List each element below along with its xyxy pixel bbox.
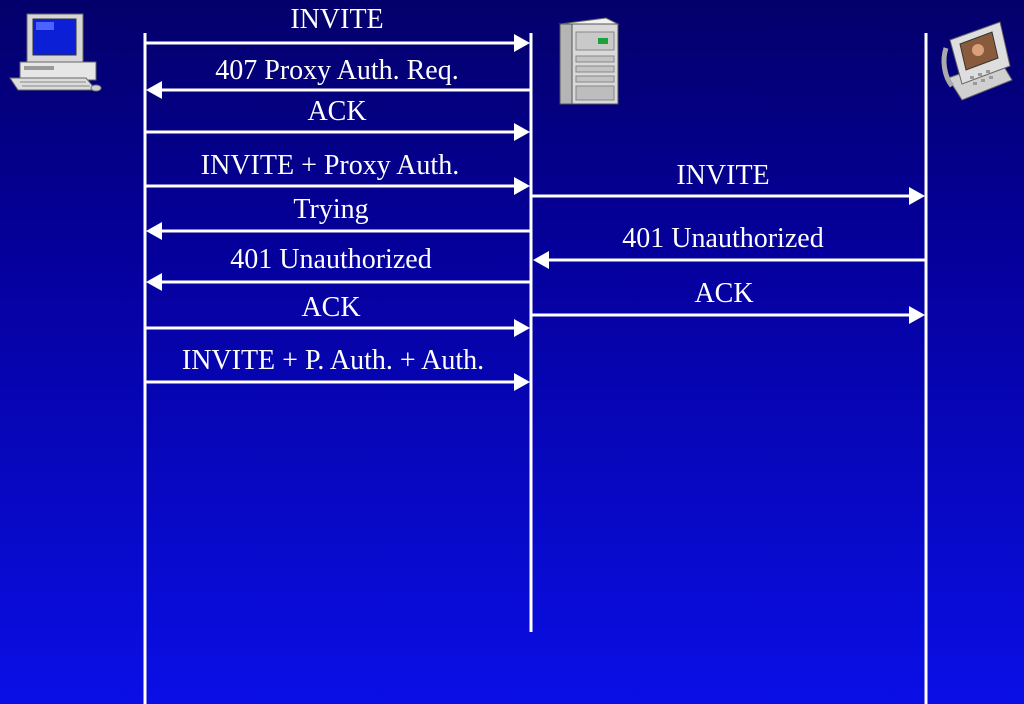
message-label: 401 Unauthorized bbox=[622, 223, 824, 254]
message-label: ACK bbox=[301, 292, 361, 323]
message-label: ACK bbox=[694, 278, 754, 309]
video-phone-icon bbox=[941, 21, 1013, 101]
message-label: Trying bbox=[293, 194, 369, 225]
message-arrow-invite-1 bbox=[145, 34, 530, 52]
message-arrow-trying bbox=[146, 222, 531, 240]
message-label: INVITE bbox=[676, 160, 770, 191]
message-arrow-ack-1 bbox=[145, 123, 530, 141]
message-arrow-ack-forward bbox=[532, 306, 925, 324]
message-arrow-invite-forward bbox=[532, 187, 925, 205]
desktop-computer-icon bbox=[9, 13, 102, 92]
message-arrow-invite-p-auth-auth bbox=[145, 373, 530, 391]
message-arrow-invite-proxy-auth bbox=[145, 177, 530, 195]
message-arrow-401-from-phone bbox=[533, 251, 926, 269]
message-label: ACK bbox=[307, 96, 367, 127]
message-label: INVITE bbox=[290, 4, 384, 35]
message-arrow-407 bbox=[146, 81, 531, 99]
message-label: 401 Unauthorized bbox=[230, 244, 432, 275]
message-arrow-ack-2 bbox=[145, 319, 530, 337]
message-arrow-401-to-client bbox=[146, 273, 531, 291]
message-label: INVITE + P. Auth. + Auth. bbox=[181, 345, 485, 376]
server-tower-icon bbox=[558, 17, 620, 105]
message-label: INVITE + Proxy Auth. bbox=[200, 150, 460, 181]
message-label: 407 Proxy Auth. Req. bbox=[215, 55, 459, 86]
